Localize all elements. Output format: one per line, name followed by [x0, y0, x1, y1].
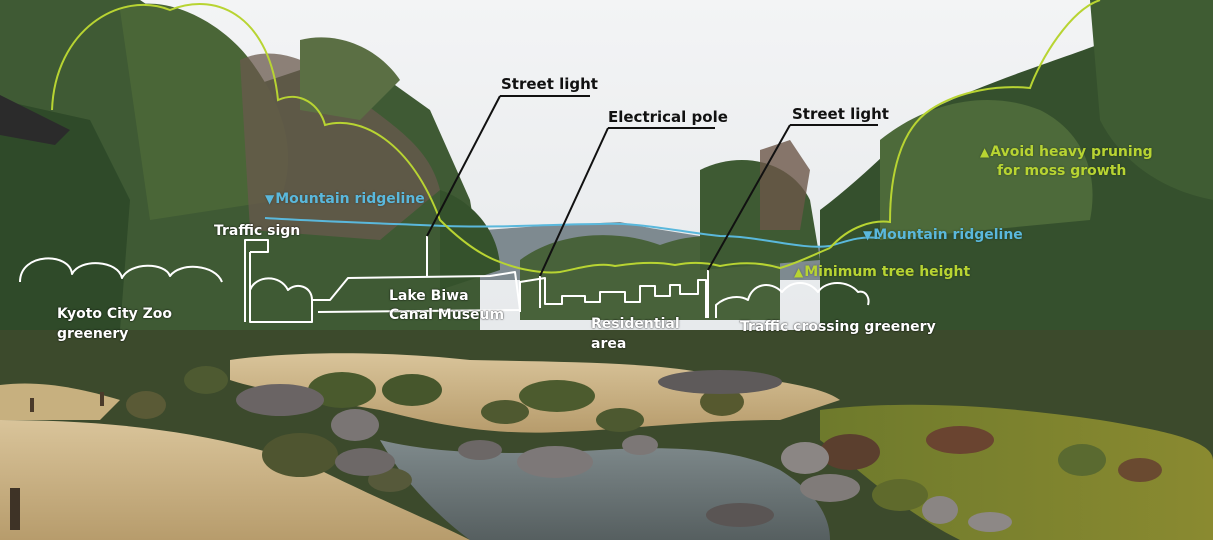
- garden-ground: [0, 330, 1213, 540]
- residential-label-line-2: area: [591, 336, 627, 352]
- electrical-pole-leader: [539, 127, 715, 277]
- ridgeline-left-line: [264, 217, 881, 248]
- triangle-up-icon: ▲: [794, 265, 804, 279]
- pruning-label-line-1: ▲Avoid heavy pruning: [980, 143, 1153, 162]
- street-light-1-leader: [426, 95, 590, 237]
- ridgeline-right-label: ▼Mountain ridgeline: [863, 226, 1023, 245]
- ridgeline-marker-icon: ▼: [863, 228, 873, 242]
- callout-leaders: [426, 95, 878, 277]
- min-tree-height-text: Minimum tree height: [804, 264, 971, 280]
- bush-outline: [249, 277, 313, 323]
- canopy-arc-right: [829, 0, 1101, 249]
- street-light-label-2: Street light: [792, 105, 889, 123]
- zoo-label-line-2: greenery: [57, 326, 129, 342]
- pruning-text-1: Avoid heavy pruning: [990, 144, 1153, 160]
- crossing-outline: [715, 282, 870, 318]
- canopy-arc-left: [51, 3, 831, 274]
- residential-label-line-1: Residential: [591, 316, 680, 332]
- street-light-label-1: Street light: [501, 75, 598, 93]
- crossing-label: Traffic crossing greenery: [740, 319, 936, 335]
- ridgelines: [264, 217, 881, 248]
- residential-outline: [519, 277, 707, 318]
- triangle-up-icon: ▲: [980, 145, 990, 159]
- museum-label-line-2: Canal Museum: [389, 307, 505, 323]
- zoo-greenery-outline: [19, 257, 223, 283]
- electrical-pole-label: Electrical pole: [608, 108, 728, 126]
- ridgeline-marker-icon: ▼: [265, 192, 275, 206]
- street-light-2-leader: [707, 124, 878, 271]
- shrubs-and-stones: [10, 366, 1162, 532]
- ridgeline-left-label: ▼Mountain ridgeline: [265, 190, 425, 209]
- ridgeline-left-text: Mountain ridgeline: [275, 191, 425, 207]
- white-outlines: [19, 236, 870, 323]
- ridgeline-right-text: Mountain ridgeline: [873, 227, 1023, 243]
- traffic-sign-label: Traffic sign: [214, 223, 301, 239]
- museum-label-line-1: Lake Biwa: [389, 288, 469, 304]
- background-trees: [0, 0, 1213, 380]
- zoo-label-line-1: Kyoto City Zoo: [57, 306, 173, 322]
- min-tree-height-label: ▲Minimum tree height: [794, 263, 970, 282]
- green-arcs: [51, 0, 1101, 274]
- pruning-label-line-2: for moss growth: [997, 163, 1127, 179]
